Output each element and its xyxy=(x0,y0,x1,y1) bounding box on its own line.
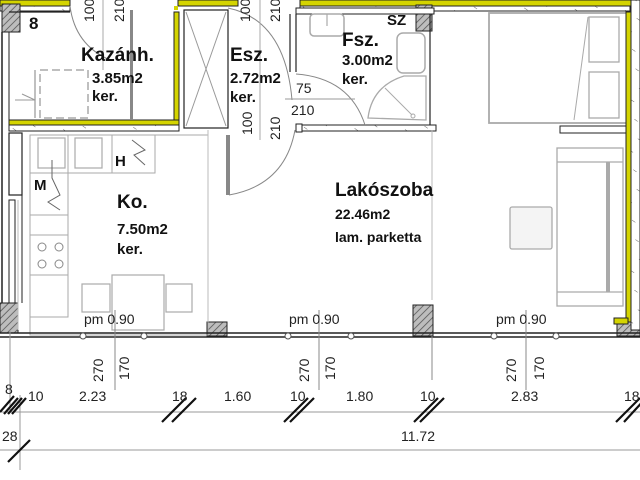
window-sill-height-1: 170 xyxy=(116,356,132,380)
window-sill-3: pm 0.90 xyxy=(496,311,547,327)
window-height-3: 270 xyxy=(503,358,519,382)
room-area-furdoszoba: 3.00m2 xyxy=(342,52,393,69)
shower-icon xyxy=(367,75,427,121)
dim-row1-8: 2.83 xyxy=(511,388,539,404)
pillar-number: 8 xyxy=(29,14,39,33)
door-height-entry: 210 xyxy=(267,0,283,22)
left-exterior-wall xyxy=(1,32,23,304)
kazanhaz-door-swing xyxy=(69,5,111,61)
ventilation-label: SZ xyxy=(387,12,407,29)
room-name-kazanhaz: Kazánh. xyxy=(81,45,154,66)
window-height-2: 270 xyxy=(296,358,312,382)
kitchen-counter xyxy=(29,134,209,336)
washer-connection-icon xyxy=(47,160,61,211)
door-width-entry: 100 xyxy=(237,0,253,22)
room-name-furdoszoba: Fsz. xyxy=(342,30,379,51)
room-floor-konyha: ker. xyxy=(117,241,143,258)
pillar-bottom-2 xyxy=(206,321,228,337)
dim-row1-7: 10 xyxy=(420,388,436,404)
dining-table xyxy=(81,274,193,331)
door-width-bathroom: 75 xyxy=(296,80,312,96)
dim-row1-3: 18 xyxy=(172,388,188,404)
dim-row1-2: 2.23 xyxy=(79,388,107,404)
entry-door-swing xyxy=(227,7,293,101)
dim-row1-6: 1.80 xyxy=(346,388,374,404)
window-height-1: 270 xyxy=(90,358,106,382)
door-height-inner: 210 xyxy=(267,116,283,140)
inner-door-swing xyxy=(228,129,296,196)
window-sill-1: pm 0.90 xyxy=(84,311,135,327)
dim-row1-5: 10 xyxy=(290,388,306,404)
door-height-kazanhaz: 210 xyxy=(111,0,127,22)
pillar-bottom-3 xyxy=(412,304,434,337)
window-sill-2: pm 0.90 xyxy=(289,311,340,327)
bathroom-walls xyxy=(295,7,437,132)
washer-label: M xyxy=(34,177,47,194)
bottom-window-wall xyxy=(0,310,640,390)
room-area-lakoszoba: 22.46m2 xyxy=(335,206,391,222)
hob-connection-icon xyxy=(131,139,146,166)
inner-door-leaf xyxy=(226,135,230,195)
room-floor-eloszoba: ker. xyxy=(230,89,256,106)
stove-burners-icon xyxy=(37,242,64,269)
room-area-konyha: 7.50m2 xyxy=(117,221,168,238)
pillar-bottom-left xyxy=(0,302,19,334)
coffee-table xyxy=(509,206,553,250)
dim-row2-0: 28 xyxy=(2,428,18,444)
room-area-eloszoba: 2.72m2 xyxy=(230,70,281,87)
shaft xyxy=(174,6,229,129)
room-area-kazanhaz: 3.85m2 xyxy=(92,70,143,87)
room-name-konyha: Ko. xyxy=(117,192,148,213)
wardrobe-wall xyxy=(559,125,631,134)
room-name-eloszoba: Esz. xyxy=(230,45,269,66)
room-floor-furdoszoba: ker. xyxy=(342,71,368,88)
toilet-icon xyxy=(396,32,426,74)
dim-row1-0: 8 xyxy=(5,381,13,397)
window-sill-height-2: 170 xyxy=(322,356,338,380)
kazanhaz-walls xyxy=(8,11,180,132)
room-name-lakoszoba: Lakószoba xyxy=(335,180,434,201)
room-floor-kazanhaz: ker. xyxy=(92,88,118,105)
door-height-bathroom: 210 xyxy=(291,102,315,118)
bed xyxy=(488,12,628,124)
dim-row1-4: 1.60 xyxy=(224,388,252,404)
dimension-lines xyxy=(0,330,640,470)
hob-label: H xyxy=(115,153,126,170)
door-width-kazanhaz: 100 xyxy=(81,0,97,22)
dim-row1-1: 10 xyxy=(28,388,44,404)
sofa xyxy=(556,147,624,307)
boiler-icon xyxy=(39,69,89,119)
room-floor-lakoszoba: lam. parketta xyxy=(335,229,422,245)
dim-row1-9: 18 xyxy=(624,388,640,404)
pillar-top-left xyxy=(1,3,21,33)
right-exterior-wall xyxy=(613,0,640,331)
bathroom-door-swing xyxy=(295,73,366,126)
window-sill-height-3: 170 xyxy=(531,356,547,380)
dim-row2-1: 11.72 xyxy=(401,428,435,444)
door-width-inner: 100 xyxy=(239,111,255,135)
